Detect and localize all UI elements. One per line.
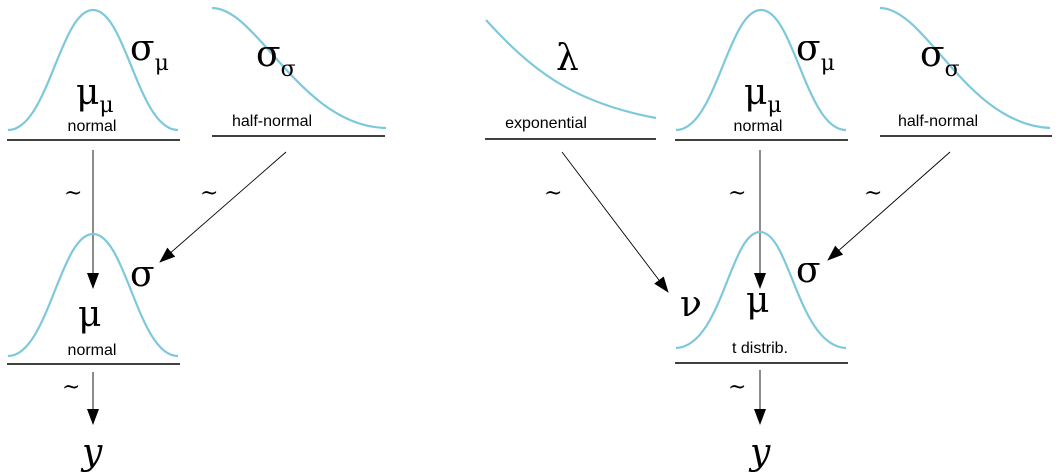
normal-curve-icon bbox=[7, 8, 179, 132]
param-sigma-mu: σμ bbox=[130, 28, 169, 76]
arrow-sigma-to-likelihood bbox=[159, 151, 287, 263]
param-mu: μ bbox=[78, 294, 101, 335]
dist-label: exponential bbox=[505, 115, 587, 132]
param-sigma-mu: σμ bbox=[796, 28, 835, 76]
left-model: normal μμ σμ half-normal σσ ~ ~ normal bbox=[7, 6, 387, 473]
half-normal-curve-icon bbox=[211, 6, 387, 130]
param-mu-mu: μμ bbox=[744, 72, 782, 118]
tilde-symbol: ~ bbox=[728, 181, 746, 206]
param-sigma: σ bbox=[130, 254, 155, 295]
tilde-symbol: ~ bbox=[864, 181, 882, 206]
dist-label: normal bbox=[68, 342, 117, 359]
t-distribution-curve-icon bbox=[675, 230, 847, 350]
dist-label: normal bbox=[734, 118, 783, 135]
dist-label: t distrib. bbox=[732, 340, 788, 357]
dist-label: half-normal bbox=[232, 113, 312, 130]
right-prior-mu-node: normal μμ σμ bbox=[675, 8, 848, 141]
dist-label: half-normal bbox=[898, 113, 978, 130]
tilde-symbol: ~ bbox=[62, 375, 80, 400]
right-likelihood-node: t distrib. ν μ σ bbox=[675, 230, 848, 364]
dist-label: normal bbox=[68, 118, 117, 135]
right-prior-sigma-node: half-normal σσ bbox=[879, 6, 1052, 137]
left-likelihood-node: normal μ σ bbox=[7, 232, 180, 365]
exponential-curve-icon bbox=[485, 19, 657, 120]
param-mu: μ bbox=[746, 280, 769, 321]
param-sigma-sigma: σσ bbox=[256, 34, 296, 82]
tilde-symbol: ~ bbox=[728, 375, 746, 400]
half-normal-curve-icon bbox=[879, 6, 1051, 130]
arrow-sigma-to-likelihood bbox=[827, 151, 951, 261]
param-sigma-sigma: σσ bbox=[920, 34, 960, 82]
outcome-y: y bbox=[80, 432, 103, 473]
param-lambda: λ bbox=[556, 38, 579, 79]
param-sigma: σ bbox=[796, 250, 821, 291]
normal-curve-icon bbox=[675, 8, 847, 132]
tilde-symbol: ~ bbox=[200, 181, 218, 206]
arrow-nu-to-likelihood bbox=[561, 151, 669, 293]
right-model: exponential λ normal μμ σμ half-normal σ… bbox=[485, 6, 1052, 473]
param-nu: ν bbox=[680, 284, 702, 325]
right-prior-nu-node: exponential λ bbox=[485, 19, 657, 140]
tilde-symbol: ~ bbox=[64, 181, 82, 206]
left-prior-mu-node: normal μμ σμ bbox=[7, 8, 180, 141]
param-mu-mu: μμ bbox=[76, 72, 114, 118]
left-prior-sigma-node: half-normal σσ bbox=[211, 6, 387, 137]
normal-curve-icon bbox=[7, 232, 179, 358]
outcome-y: y bbox=[748, 432, 771, 473]
tilde-symbol: ~ bbox=[544, 181, 562, 206]
